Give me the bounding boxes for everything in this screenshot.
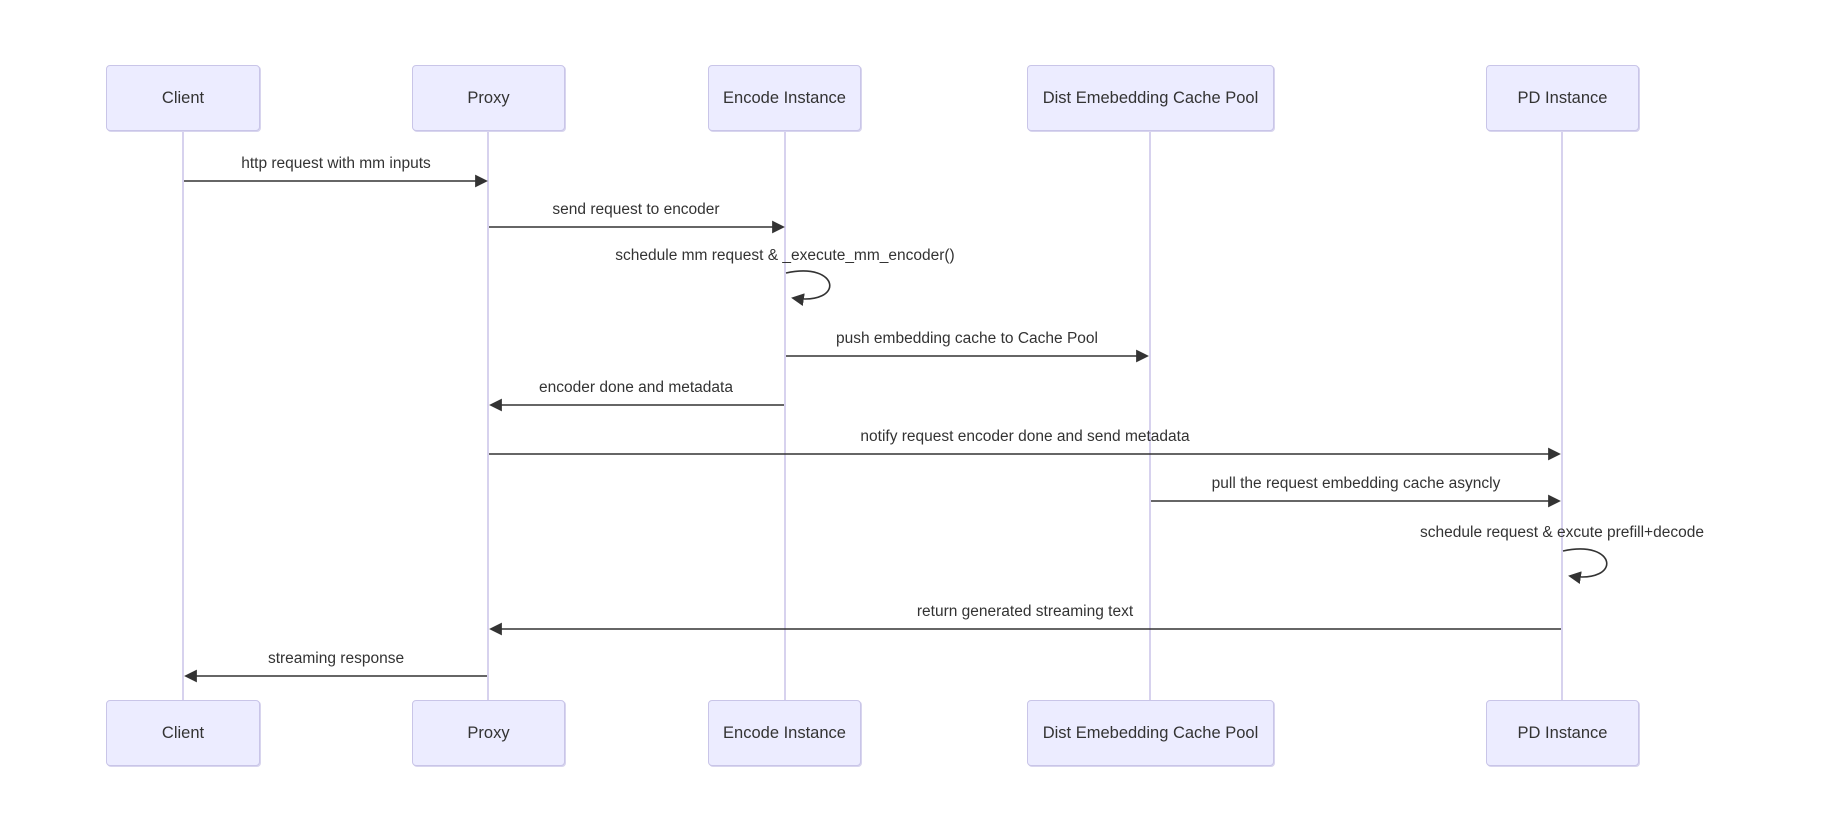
self-loop-schedule-prefill-decode [1562,548,1608,584]
message-label-notify-encoder-done: notify request encoder done and send met… [860,428,1190,445]
message-label-pull-embedding-cache: pull the request embedding cache asyncly [1211,475,1501,492]
message-label-send-request: send request to encoder [552,201,720,218]
message-label-encoder-done: encoder done and metadata [539,379,733,396]
actor-encode-instance-top: Encode Instance [708,65,861,131]
message-label-streaming-response: streaming response [267,650,405,667]
message-label-schedule-mm-request: schedule mm request & _execute_mm_encode… [615,247,955,264]
actor-proxy-top: Proxy [412,65,565,131]
message-label-push-embedding-cache: push embedding cache to Cache Pool [836,330,1098,347]
actor-dist-embedding-cache-pool-bottom: Dist Emebedding Cache Pool [1027,700,1274,766]
actor-client-top: Client [106,65,260,131]
actor-pd-instance-top: PD Instance [1486,65,1639,131]
message-label-return-streaming-text: return generated streaming text [916,603,1134,620]
actor-encode-instance-bottom: Encode Instance [708,700,861,766]
message-label-http-request: http request with mm inputs [241,155,431,172]
actor-dist-embedding-cache-pool-top: Dist Emebedding Cache Pool [1027,65,1274,131]
self-loop-schedule-mm-request [785,270,831,306]
actor-proxy-bottom: Proxy [412,700,565,766]
actor-pd-instance-bottom: PD Instance [1486,700,1639,766]
message-label-schedule-prefill-decode: schedule request & excute prefill+decode [1420,524,1704,541]
actor-client-bottom: Client [106,700,260,766]
